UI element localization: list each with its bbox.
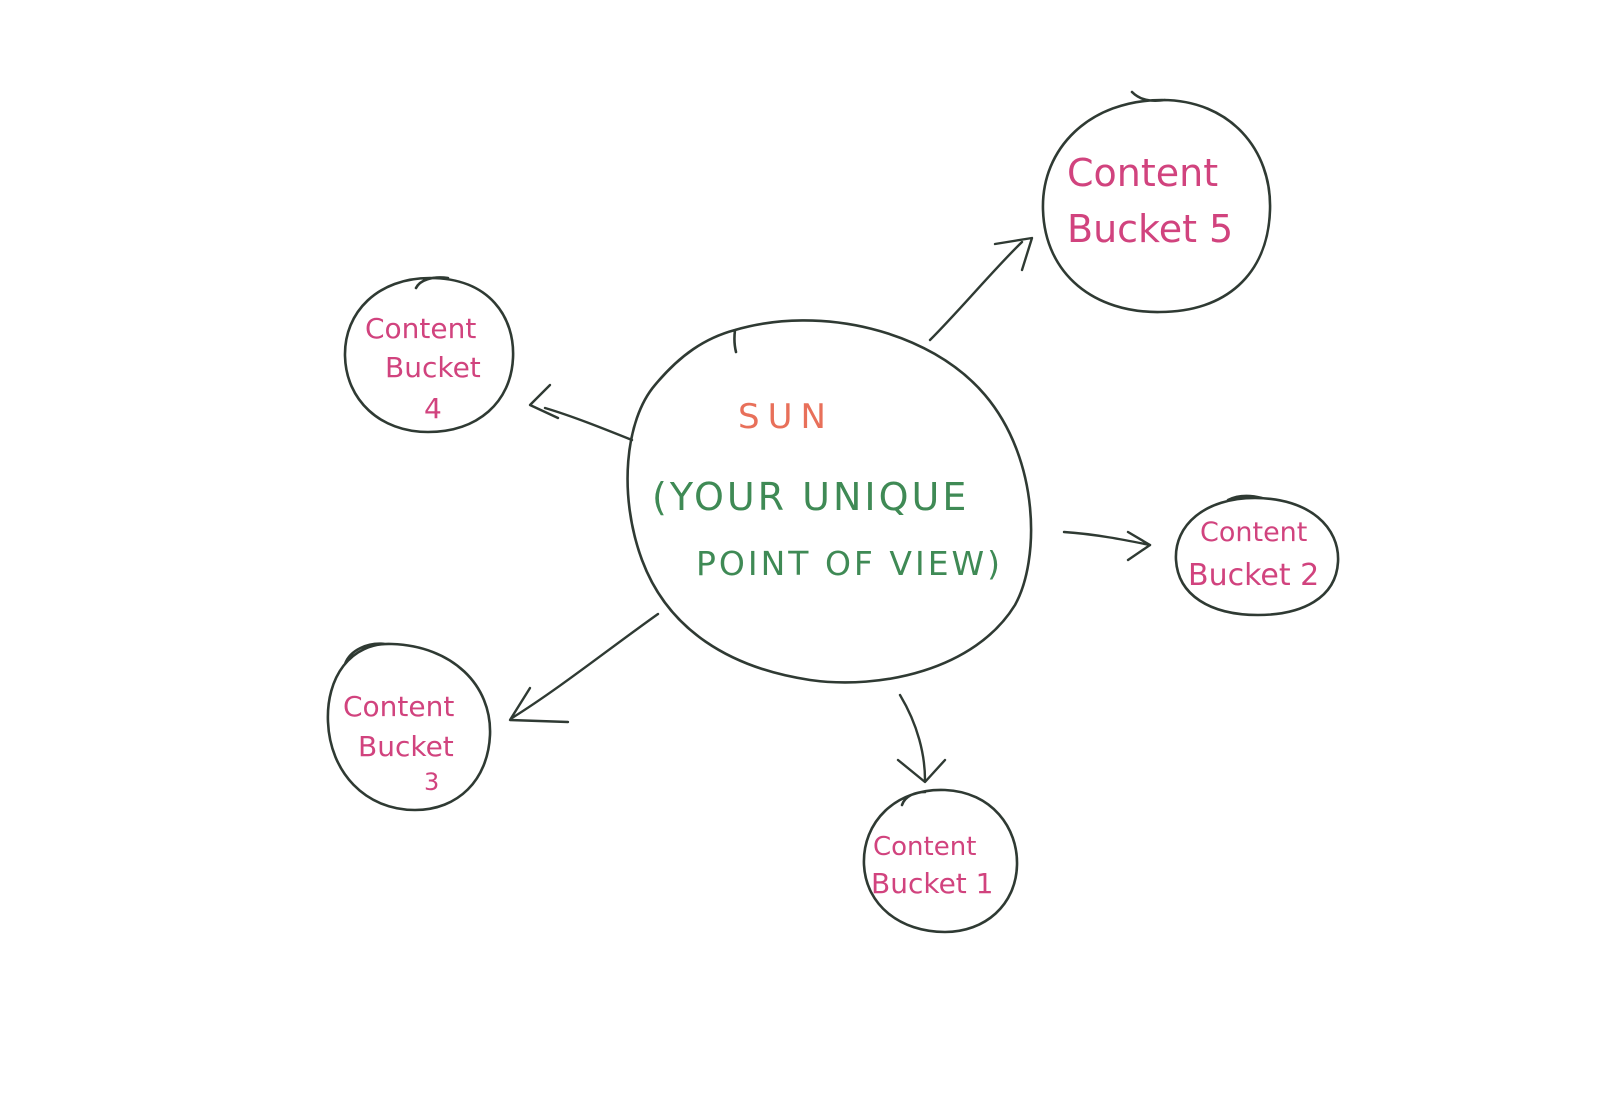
center-node-title: SUN bbox=[738, 397, 834, 437]
bucket-node-3-line-1: Content bbox=[343, 690, 454, 723]
bucket-node-3: Content Bucket 3 bbox=[326, 642, 492, 812]
bucket-node-2-circle bbox=[1174, 494, 1340, 617]
bucket-node-5: Content Bucket 5 bbox=[1041, 90, 1272, 314]
arrow-to-bucket-2-head bbox=[1126, 530, 1152, 562]
bucket-node-1: Content Bucket 1 bbox=[862, 788, 1019, 934]
arrow-to-bucket-4-head bbox=[528, 383, 560, 420]
bucket-node-4-circle bbox=[343, 276, 515, 434]
arrow-to-bucket-1 bbox=[896, 693, 947, 784]
bucket-node-1-line-1: Content bbox=[873, 832, 976, 862]
arrow-to-bucket-5 bbox=[928, 236, 1034, 342]
arrow-to-bucket-2-line bbox=[1062, 530, 1152, 547]
arrow-to-bucket-4 bbox=[528, 383, 634, 442]
bucket-node-5-line-1: Content bbox=[1067, 151, 1218, 195]
arrow-to-bucket-2 bbox=[1062, 530, 1152, 562]
arrow-to-bucket-5-head bbox=[993, 236, 1034, 272]
center-node-circle bbox=[626, 319, 1033, 684]
center-node-line-2: POINT OF VIEW) bbox=[696, 544, 1003, 583]
bucket-node-1-circle bbox=[862, 788, 1019, 934]
bucket-node-3-line-2: Bucket bbox=[358, 730, 454, 763]
bucket-node-4-line-2: Bucket bbox=[385, 351, 481, 384]
center-node-line-1: (YOUR UNIQUE bbox=[652, 475, 969, 519]
bucket-node-2-line-2: Bucket 2 bbox=[1188, 558, 1319, 593]
arrow-to-bucket-3-line bbox=[510, 612, 660, 720]
bucket-node-2-line-1: Content bbox=[1200, 517, 1307, 548]
bucket-node-5-circle bbox=[1041, 90, 1272, 314]
arrow-to-bucket-3-head bbox=[508, 686, 570, 724]
bucket-node-4: Content Bucket 4 bbox=[343, 276, 515, 434]
center-node: SUN (YOUR UNIQUE POINT OF VIEW) bbox=[626, 319, 1033, 684]
arrow-to-bucket-5-line bbox=[928, 240, 1024, 342]
bucket-node-5-line-2: Bucket 5 bbox=[1067, 207, 1233, 251]
bucket-node-2: Content Bucket 2 bbox=[1174, 494, 1340, 617]
bucket-node-4-line-3: 4 bbox=[424, 392, 442, 425]
bucket-node-1-line-2: Bucket 1 bbox=[871, 867, 994, 900]
arrow-to-bucket-1-line bbox=[898, 693, 927, 782]
arrow-to-bucket-1-head bbox=[896, 758, 947, 784]
bucket-node-3-circle bbox=[326, 642, 492, 812]
bucket-node-3-line-3: 3 bbox=[424, 768, 439, 796]
arrow-to-bucket-3 bbox=[508, 612, 660, 724]
bucket-node-4-line-1: Content bbox=[365, 312, 476, 345]
arrow-to-bucket-4-line bbox=[543, 406, 634, 442]
